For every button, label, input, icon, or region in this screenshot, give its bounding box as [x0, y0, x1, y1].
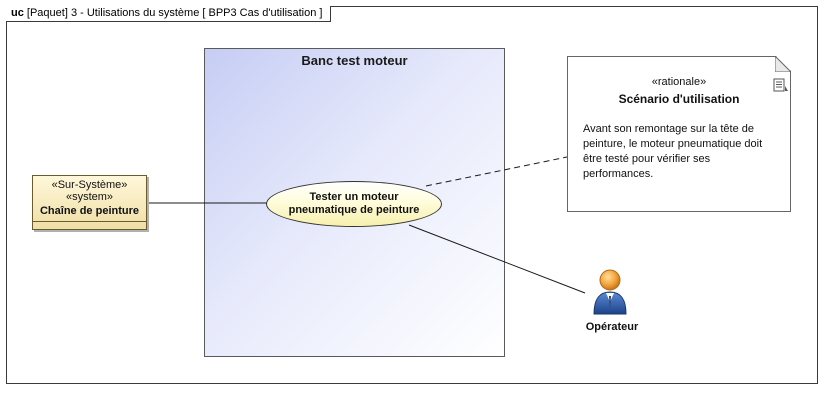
rationale-note[interactable]: «rationale» Scénario d'utilisation Avant…	[567, 56, 791, 212]
note-title: Scénario d'utilisation	[618, 92, 740, 106]
block-stereotype-1: «Sur-Système»	[51, 179, 128, 191]
system-block[interactable]: «Sur-Système» «system» Chaîne de peintur…	[32, 175, 147, 230]
actor-name: Opérateur	[585, 321, 639, 333]
block-compartment-divider	[33, 221, 146, 222]
block-stereotype-2: «system»	[65, 191, 114, 203]
diagram-title: [Paquet] 3 - Utilisations du système [ B…	[26, 7, 323, 19]
note-stereotype: «rationale»	[651, 76, 707, 88]
system-boundary-title: Banc test moteur	[301, 53, 408, 68]
usecase-line-1: Tester un moteur	[309, 191, 399, 203]
diagram-kind: uc	[11, 7, 24, 19]
person-icon[interactable]	[592, 268, 628, 316]
usecase-ellipse[interactable]: Tester un moteur pneumatique de peinture	[266, 181, 442, 227]
note-folded-corner	[775, 56, 791, 72]
block-name: Chaîne de peinture	[39, 205, 140, 217]
document-icon	[773, 78, 788, 92]
diagram-frame-label: uc [Paquet] 3 - Utilisations du système …	[6, 6, 332, 22]
note-body: Avant son remontage sur la tête de peint…	[583, 123, 763, 180]
usecase-line-2: pneumatique de peinture	[288, 204, 420, 216]
